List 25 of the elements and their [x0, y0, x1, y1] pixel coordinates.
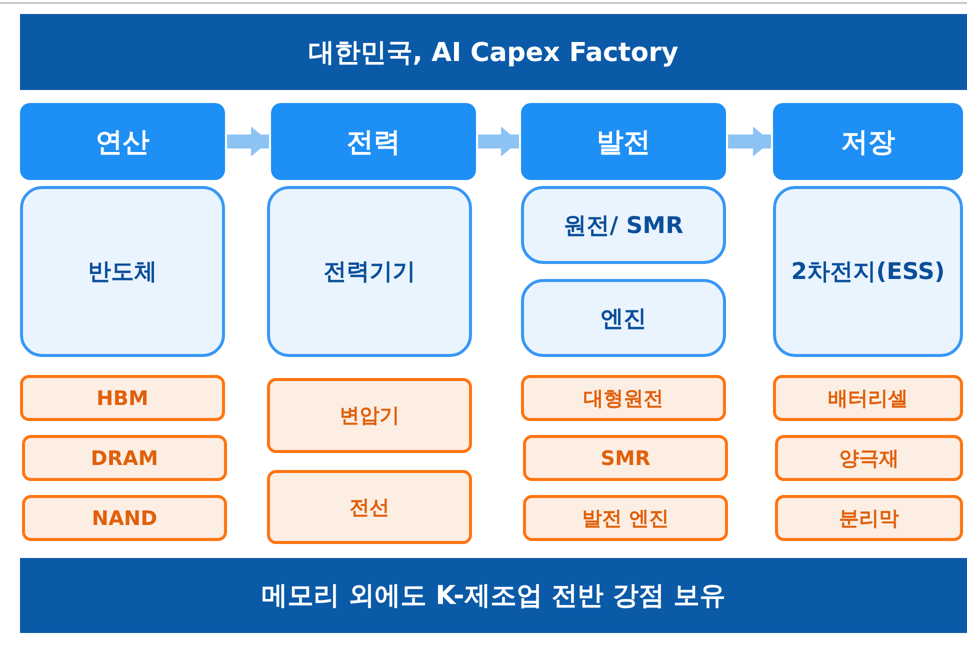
arrow — [478, 126, 519, 156]
category-header: 연산 — [20, 103, 225, 180]
item-box: 전선 — [267, 470, 472, 544]
sector-box: 원전/ SMR — [521, 186, 726, 264]
item-box: 대형원전 — [521, 375, 726, 421]
item-box: SMR — [523, 435, 728, 481]
arrow — [728, 126, 771, 156]
summary-banner: 메모리 외에도 K-제조업 전반 강점 보유 — [20, 558, 967, 633]
sector-box: 엔진 — [521, 279, 726, 357]
sector-box: 2차전지(ESS) — [773, 186, 963, 357]
sector-box: 전력기기 — [267, 186, 472, 357]
item-box: 양극재 — [775, 435, 963, 481]
category-header: 저장 — [773, 103, 963, 180]
item-box: DRAM — [22, 435, 227, 481]
item-box: 분리막 — [775, 495, 963, 541]
category-header: 발전 — [521, 103, 726, 180]
item-box: HBM — [20, 375, 225, 421]
item-box: 배터리셀 — [773, 375, 963, 421]
sector-box: 반도체 — [20, 186, 225, 357]
item-box: 발전 엔진 — [523, 495, 728, 541]
category-header: 전력 — [271, 103, 476, 180]
arrow — [227, 126, 269, 156]
item-box: NAND — [22, 495, 227, 541]
item-box: 변압기 — [267, 378, 472, 453]
title-banner: 대한민국, AI Capex Factory — [20, 14, 967, 90]
